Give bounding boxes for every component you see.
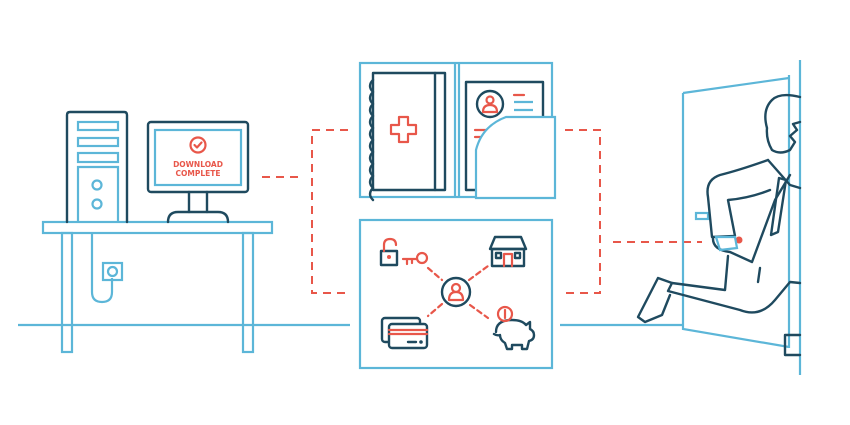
computer-tower-icon <box>65 110 129 224</box>
avatar-icon <box>440 276 472 308</box>
personal-assets-panel <box>358 218 554 370</box>
door-icon <box>681 60 802 375</box>
desk <box>41 220 274 354</box>
monitor-icon <box>146 120 250 224</box>
spoke-lines <box>426 264 490 320</box>
coin-icon <box>496 305 514 323</box>
medical-cross-icon <box>389 115 418 144</box>
download-status-line2: COMPLETE <box>176 169 221 178</box>
power-outlet-icon <box>90 233 124 304</box>
running-man-icon <box>636 93 802 357</box>
download-status-line1: DOWNLOAD <box>173 160 223 169</box>
check-icon <box>189 136 207 154</box>
credit-cards-icon <box>380 316 429 350</box>
unlocked-padlock-icon <box>379 237 399 267</box>
key-icon <box>401 251 429 266</box>
medical-binder-icon <box>368 71 447 202</box>
piggy-bank-icon <box>492 318 536 351</box>
connector-dashed-lines <box>262 129 702 294</box>
profile-document-icon <box>464 80 557 200</box>
house-icon <box>488 235 528 268</box>
